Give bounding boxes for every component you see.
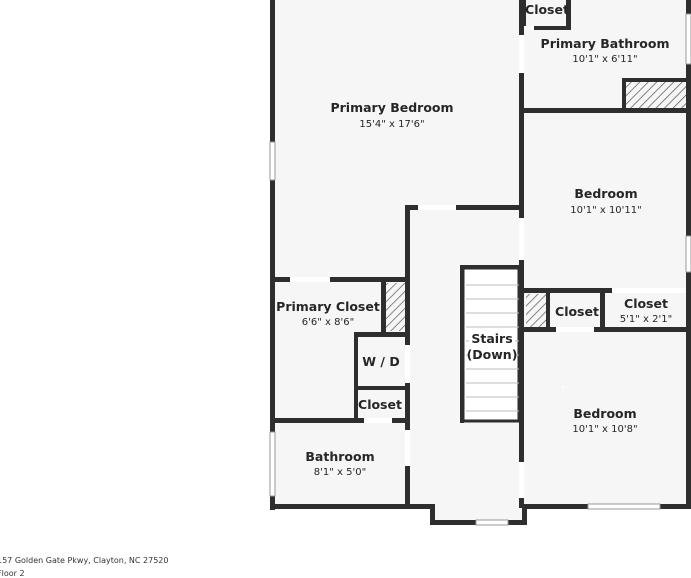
room-label-laundry: W / D bbox=[362, 354, 399, 369]
room-dims-primary-bathroom: 10'1" x 6'11" bbox=[572, 54, 637, 65]
room-dims-bedroom-2: 10'1" x 10'8" bbox=[572, 424, 637, 435]
openings bbox=[290, 26, 686, 498]
footer-address: 157 Golden Gate Pkwy, Clayton, NC 27520 bbox=[0, 556, 169, 565]
windows bbox=[269, 13, 691, 526]
room-label-primary-bathroom: Primary Bathroom bbox=[541, 36, 670, 51]
room-dims-bedroom-1: 10'1" x 10'11" bbox=[570, 205, 642, 216]
room-label-bedroom-2: Bedroom bbox=[573, 406, 636, 421]
room-dims-primary-closet: 6'6" x 8'6" bbox=[302, 317, 354, 328]
room-label-primary-closet: Primary Closet bbox=[276, 299, 380, 314]
room-dims-primary-bedroom: 15'4" x 17'6" bbox=[359, 119, 424, 130]
hatch-closet-small bbox=[526, 294, 546, 329]
room-label-primary-bedroom: Primary Bedroom bbox=[330, 100, 453, 115]
footer-floor: Floor 2 bbox=[0, 569, 25, 578]
floor-area bbox=[270, 0, 691, 523]
hatch-bath-vanity bbox=[625, 80, 687, 108]
room-label-bathroom: Bathroom bbox=[305, 449, 374, 464]
room-label-closet-wide: Closet bbox=[624, 296, 668, 311]
room-label-bedroom-1: Bedroom bbox=[574, 186, 637, 201]
room-dims-closet-wide: 5'1" x 2'1" bbox=[620, 314, 672, 325]
hatch-closet-shelf bbox=[386, 283, 405, 331]
room-label-closet-small: Closet bbox=[555, 304, 599, 319]
room-label-stairs: Stairs bbox=[471, 331, 512, 346]
room-label-closet-hall: Closet bbox=[358, 397, 402, 412]
room-label-closet-top: Closet bbox=[525, 2, 569, 17]
room-dims-bathroom: 8'1" x 5'0" bbox=[314, 467, 366, 478]
stairs-label-bg bbox=[469, 330, 515, 364]
room-sublabel-stairs: (Down) bbox=[467, 347, 518, 362]
